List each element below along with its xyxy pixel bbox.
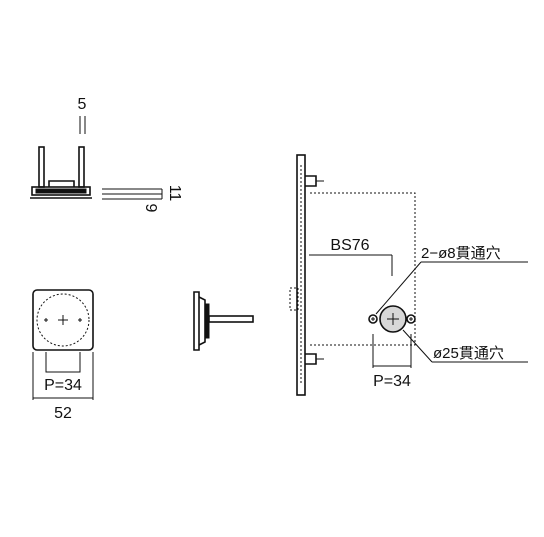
spindle-left	[38, 146, 45, 188]
profile-spindle	[208, 315, 254, 323]
knob-outline	[36, 293, 90, 347]
dim-11-label: 11	[166, 185, 183, 202]
knob-inner	[35, 188, 87, 194]
knob-cap	[48, 180, 75, 187]
screw-top	[305, 175, 317, 187]
spindle-right	[78, 146, 85, 188]
hole-large-label: ø25貫通穴	[433, 345, 504, 362]
hole-small-right	[406, 314, 416, 324]
profile-rose-outer	[193, 291, 200, 351]
profile-rose-inner	[198, 296, 206, 346]
door-view: BS76 2−ø8貫通穴 ø25貫通穴 P=34	[289, 154, 528, 396]
screw-bottom	[305, 353, 317, 365]
dim-pitch-label: P=34	[44, 377, 82, 394]
door-pitch-label: P=34	[373, 373, 411, 390]
dim-width-label: 52	[54, 405, 72, 422]
backset-label: BS76	[330, 237, 369, 254]
hole-small-label: 2−ø8貫通穴	[421, 245, 501, 262]
side-view: 5 9 11	[30, 96, 183, 213]
handle-profile	[193, 291, 254, 351]
latch-bolt	[289, 287, 299, 311]
escutcheon-plate	[32, 289, 94, 351]
door-edge-plate	[296, 154, 306, 396]
front-view: P=34 52	[32, 289, 94, 422]
leader-small-diag	[375, 261, 422, 315]
hole-small-left	[368, 314, 378, 324]
dim-9-label: 9	[142, 204, 159, 213]
dim-pitch-bracket	[45, 352, 81, 373]
dim-top-label: 5	[78, 96, 87, 113]
leader-large-diag	[402, 329, 433, 363]
knob-body	[31, 186, 91, 196]
